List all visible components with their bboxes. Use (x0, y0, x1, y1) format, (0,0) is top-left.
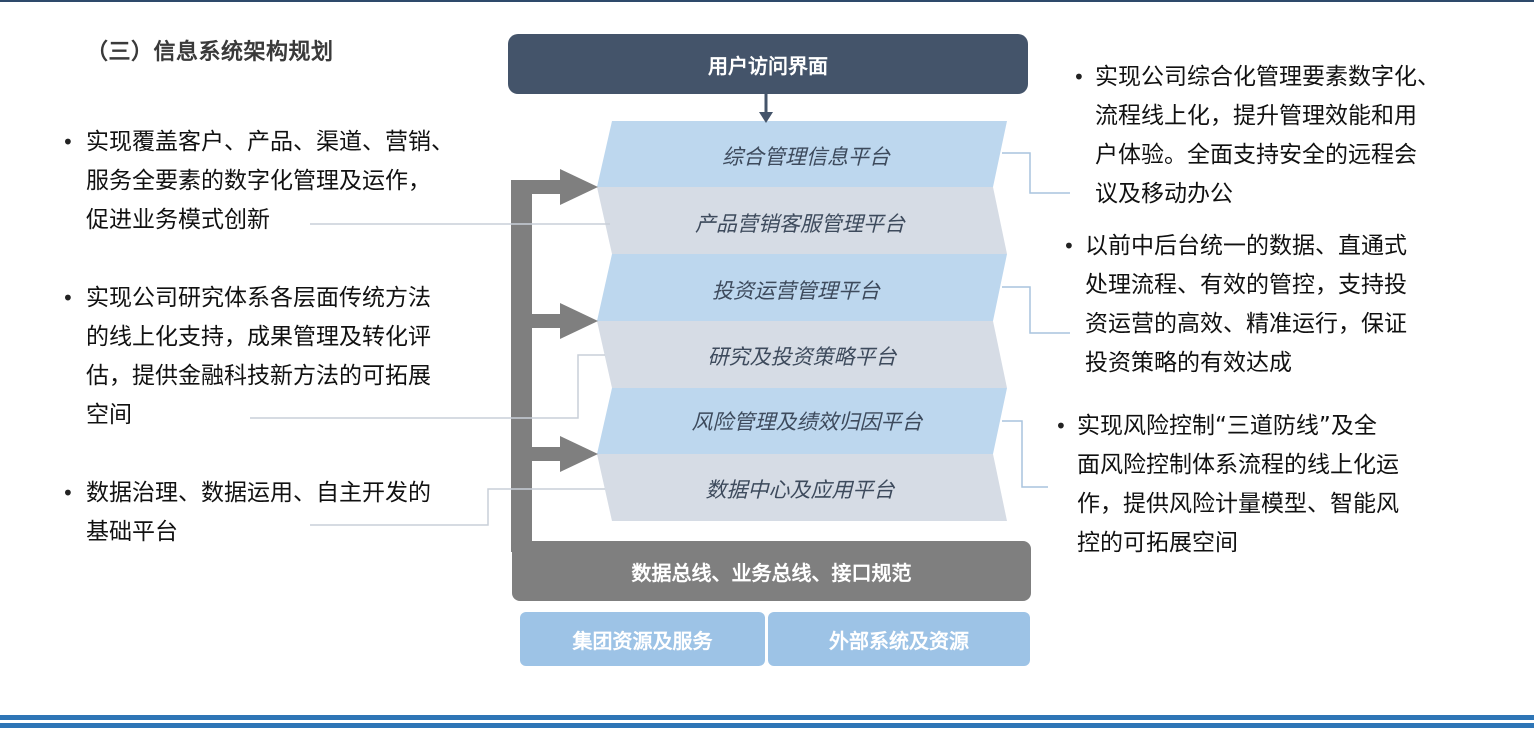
right-note-1: • 实现公司综合化管理要素数字化、 流程线上化，提升管理效能和用 户体验。全面支… (1073, 58, 1440, 214)
arrow-shaft-1 (511, 180, 563, 194)
platform-band-3 (597, 254, 1007, 321)
arrow-shaft-2 (511, 314, 563, 328)
bullet: • (1055, 414, 1067, 438)
platform-label-4: 研究及投资策略平台 (707, 345, 897, 369)
note-line: 处理流程、有效的管控，支持投 (1085, 272, 1407, 298)
note-line: 实现公司研究体系各层面传统方法 (86, 285, 431, 311)
left-connector-3 (310, 488, 605, 526)
platform-band-5 (597, 388, 1007, 454)
section-title: （三）信息系统架构规划 (86, 40, 334, 65)
arrow-head-2 (560, 303, 598, 339)
note-line: 议及移动办公 (1095, 181, 1233, 207)
bullet: • (1073, 65, 1085, 89)
right-note-3: • 实现风险控制“三道防线”及全 面风险控制体系流程的线上化运 作，提供风险计量… (1055, 407, 1399, 563)
bullet: • (62, 130, 74, 154)
spine-bar (511, 180, 532, 552)
note-line: 服务全要素的数字化管理及运作， (86, 168, 431, 194)
left-note-2: • 实现公司研究体系各层面传统方法 的线上化支持，成果管理及转化评 估，提供金融… (62, 279, 431, 435)
note-line: 实现公司综合化管理要素数字化、 (1095, 64, 1440, 90)
platform-band-4 (597, 321, 1007, 388)
note-line: 以前中后台统一的数据、直通式 (1085, 233, 1407, 259)
right-connector-1 (1002, 152, 1070, 194)
note-line: 估，提供金融科技新方法的可拓展 (86, 363, 431, 389)
left-connector-2 (250, 354, 605, 419)
platform-band-2 (597, 187, 1007, 254)
left-note-1: • 实现覆盖客户、产品、渠道、营销、 服务全要素的数字化管理及运作， 促进业务模… (62, 123, 454, 240)
right-connector-3 (1002, 420, 1048, 488)
note-line: 流程线上化，提升管理效能和用 (1095, 103, 1417, 129)
note-line: 作，提供风险计量模型、智能风 (1077, 491, 1399, 517)
note-line: 实现风险控制“三道防线”及全 (1077, 413, 1377, 439)
platform-label-6: 数据中心及应用平台 (705, 478, 895, 502)
note-line: 数据治理、数据运用、自主开发的 (86, 480, 431, 506)
bullet: • (62, 286, 74, 310)
bullet: • (62, 481, 74, 505)
platform-label-1: 综合管理信息平台 (722, 145, 890, 169)
bus-box: 数据总线、业务总线、接口规范 (512, 541, 1031, 601)
platform-label-3: 投资运营管理平台 (712, 279, 880, 303)
platform-band-1 (597, 121, 1007, 187)
platform-label-5: 风险管理及绩效归因平台 (691, 410, 923, 434)
platform-band-6 (597, 454, 1007, 521)
arrow-shaft-3 (511, 447, 563, 461)
left-note-3: • 数据治理、数据运用、自主开发的 基础平台 (62, 474, 431, 552)
note-line: 的线上化支持，成果管理及转化评 (86, 324, 431, 350)
note-line: 投资策略的有效达成 (1085, 350, 1292, 376)
platform-label-2: 产品营销客服管理平台 (695, 212, 905, 236)
note-line: 基础平台 (86, 519, 178, 545)
bullet: • (1063, 234, 1075, 258)
arrow-head-3 (560, 436, 598, 472)
external-systems-box: 外部系统及资源 (768, 612, 1030, 666)
note-line: 控的可拓展空间 (1077, 530, 1238, 556)
bottom-rule (0, 723, 1534, 728)
user-access-box: 用户访问界面 (508, 34, 1028, 94)
note-line: 面风险控制体系流程的线上化运 (1077, 452, 1399, 478)
right-note-2: • 以前中后台统一的数据、直通式 处理流程、有效的管控，支持投 资运营的高效、精… (1063, 227, 1407, 383)
note-line: 空间 (86, 402, 132, 428)
note-line: 户体验。全面支持安全的远程会 (1095, 142, 1417, 168)
note-line: 促进业务模式创新 (86, 207, 270, 233)
group-resources-box: 集团资源及服务 (520, 612, 765, 666)
note-line: 实现覆盖客户、产品、渠道、营销、 (86, 129, 454, 155)
bottom-rule (0, 715, 1534, 720)
top-rule (0, 0, 1534, 2)
down-arrow-head (759, 112, 773, 123)
right-connector-2 (1002, 286, 1070, 334)
arrow-head-1 (560, 169, 598, 205)
note-line: 资运营的高效、精准运行，保证 (1085, 311, 1407, 337)
